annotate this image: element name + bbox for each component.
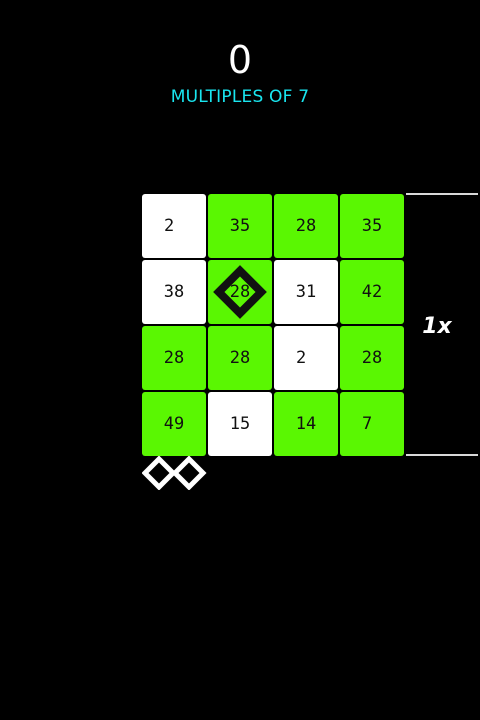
infinity-icon (141, 455, 208, 491)
multiplier-bracket-top (406, 193, 478, 195)
tile-number: 2 (164, 216, 175, 236)
tile-number: 28 (229, 348, 251, 368)
tile-number: 7 (362, 414, 373, 434)
tile-number: 2 (296, 348, 307, 368)
tile-number: 35 (361, 216, 383, 236)
grid-tile[interactable]: 49 (142, 392, 206, 456)
number-grid: 2 35 28 35 38 28 31 42 28 28 2 28 49 15 14 7 (142, 194, 406, 458)
score-display: 0 (227, 38, 253, 82)
grid-tile[interactable]: 38 (142, 260, 206, 324)
grid-tile[interactable]: 2 (142, 194, 206, 258)
grid-tile[interactable]: 28 (340, 326, 404, 390)
tile-number: 15 (229, 414, 251, 434)
tile-number: 28 (229, 282, 251, 302)
grid-tile[interactable]: 28 (274, 194, 338, 258)
grid-tile[interactable]: 2 (274, 326, 338, 390)
goal-label: MULTIPLES OF 7 (170, 87, 310, 107)
grid-tile[interactable]: 42 (340, 260, 404, 324)
grid-tile[interactable]: 7 (340, 392, 404, 456)
grid-tile[interactable]: 35 (340, 194, 404, 258)
grid-tile[interactable]: 35 (208, 194, 272, 258)
grid-tile[interactable]: 28 (208, 260, 272, 324)
grid-tile[interactable]: 28 (142, 326, 206, 390)
tile-number: 42 (361, 282, 383, 302)
multiplier-label: 1x (422, 314, 452, 339)
tile-number: 49 (163, 414, 185, 434)
multiplier-bracket-bottom (406, 454, 478, 456)
tile-number: 38 (163, 282, 185, 302)
grid-tile[interactable]: 31 (274, 260, 338, 324)
tile-number: 31 (295, 282, 317, 302)
grid-tile[interactable]: 15 (208, 392, 272, 456)
tile-number: 28 (361, 348, 383, 368)
grid-tile[interactable]: 14 (274, 392, 338, 456)
tile-number: 28 (295, 216, 317, 236)
grid-tile[interactable]: 28 (208, 326, 272, 390)
tile-number: 14 (295, 414, 317, 434)
tile-number: 35 (229, 216, 251, 236)
tile-number: 28 (163, 348, 185, 368)
